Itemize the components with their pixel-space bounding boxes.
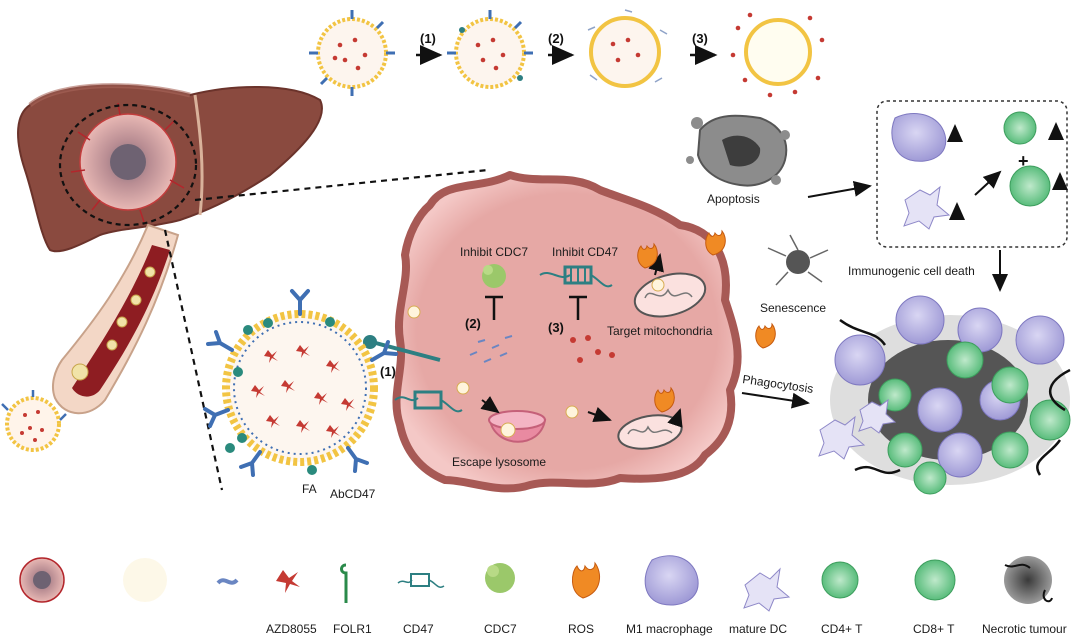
top-step-3: (3) [692, 31, 708, 46]
top-step-2: (2) [548, 31, 564, 46]
legend-label-folr1: FOLR1 [333, 622, 372, 636]
legend-nanoparticle-icon [123, 558, 167, 602]
folr1-stalk [371, 340, 441, 362]
cdc7-blob [482, 264, 506, 288]
box-macrophage [891, 113, 947, 162]
folr1-head [363, 335, 377, 349]
cell-step-2: (2) [465, 316, 481, 331]
inhibit-bars [485, 295, 587, 320]
phagocytosis-label: Phagocytosis [742, 372, 815, 396]
blood-vessel [52, 223, 180, 415]
np-in-cell [407, 305, 579, 419]
box-dc [903, 185, 951, 230]
legend-label-cdc7: CDC7 [484, 622, 517, 636]
zoom-line-bottom [163, 229, 224, 491]
zoom-line-top [194, 168, 489, 202]
legend: AZD8055 FOLR1 CD47 CDC7 ROS M1 macrophag… [19, 555, 1067, 636]
legend-label-cd47: CD47 [403, 622, 434, 636]
legend-azd8055-icon [276, 570, 300, 593]
cd47-receptor [539, 265, 613, 288]
np-stage-3 [730, 12, 825, 98]
legend-m1-macrophage-icon [644, 555, 699, 606]
legend-label-cd8: CD8+ T [913, 622, 955, 636]
top-step-1: (1) [420, 31, 436, 46]
legend-folr1-icon [340, 563, 348, 603]
np-stage-2 [587, 9, 668, 88]
np-stage-1 [447, 10, 533, 89]
legend-cd8-t-icon [914, 559, 956, 601]
legend-label-cd4: CD4+ T [821, 622, 863, 636]
cell-step-3: (3) [548, 320, 564, 335]
legend-label-azd8055: AZD8055 [266, 622, 317, 636]
released-drug-blue [469, 335, 513, 363]
legend-label-dc: mature DC [729, 622, 787, 636]
increase-arrows [947, 122, 1068, 220]
box-cd4 [1003, 111, 1037, 145]
icd-label: Immunogenic cell death [848, 264, 975, 278]
legend-cd47-icon [397, 573, 445, 588]
target-mito-label: Target mitochondria [607, 324, 713, 338]
apoptosis-label: Apoptosis [707, 192, 760, 206]
small-nanoparticle [1, 390, 67, 452]
svg-text:+: + [1018, 151, 1029, 171]
legend-label-necrotic: Necrotic tumour [982, 622, 1067, 636]
box-cd8 [1009, 165, 1051, 207]
top-sequence: (1) (2) (3) [309, 9, 825, 98]
legend-label-ros: ROS [568, 622, 594, 636]
cd47-membrane [394, 390, 463, 413]
apoptotic-cell [686, 114, 790, 187]
fa-ligands [225, 317, 335, 475]
legend-fa-icon [216, 578, 239, 585]
legend-mature-dc-icon [743, 567, 791, 612]
escape-lyso-label: Escape lysosome [452, 455, 546, 469]
antibodies [203, 289, 398, 477]
legend-label-m1: M1 macrophage [626, 622, 713, 636]
legend-cd4-t-icon [821, 561, 859, 599]
senescence-label: Senescence [760, 301, 826, 315]
inhibit-cdc7-label: Inhibit CDC7 [460, 245, 528, 259]
legend-necrotic-tumour-icon [1004, 556, 1053, 604]
legend-cdc7-icon [485, 563, 515, 593]
abcd47-label: AbCD47 [330, 487, 376, 501]
np-stage-0 [309, 10, 395, 96]
fa-label: FA [302, 482, 317, 496]
senescent-cell [767, 234, 829, 286]
released-drug-red [570, 335, 615, 363]
tumor [58, 102, 198, 227]
cell-step-1: (1) [380, 364, 396, 379]
ros-flames [637, 229, 776, 413]
azd8055-payload [251, 345, 355, 438]
legend-tumor-icon [19, 557, 65, 603]
nanoparticle-large [203, 289, 398, 477]
inhibit-cd47-label: Inhibit CD47 [552, 245, 618, 259]
immune-cluster [818, 295, 1071, 495]
mitochondria-top [633, 272, 707, 318]
legend-ros-icon [572, 561, 601, 599]
lysosome [488, 410, 547, 443]
